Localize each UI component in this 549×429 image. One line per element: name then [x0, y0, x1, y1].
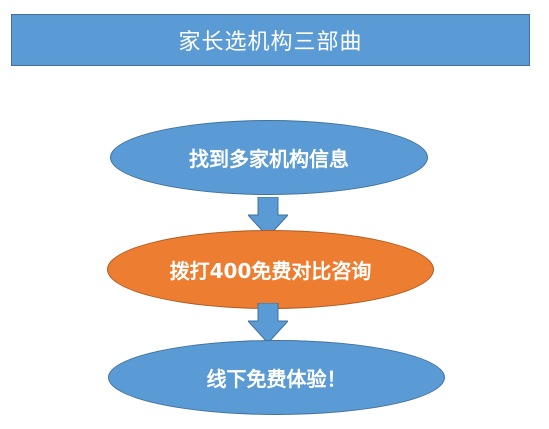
step-call-400: 拨打400免费对比咨询 [107, 230, 434, 309]
step-offline-trial: 线下免费体验！ [108, 340, 445, 415]
step-2-label: 拨打400免费对比咨询 [169, 259, 372, 283]
step-3-label: 线下免费体验！ [206, 367, 347, 391]
down-arrow-icon [248, 303, 288, 343]
step-1-label: 找到多家机构信息 [189, 147, 349, 171]
down-arrow-icon [248, 197, 288, 237]
title-banner: 家长选机构三部曲 [11, 14, 530, 66]
diagram-title: 家长选机构三部曲 [178, 30, 363, 55]
step-find-institutions: 找到多家机构信息 [110, 120, 428, 195]
